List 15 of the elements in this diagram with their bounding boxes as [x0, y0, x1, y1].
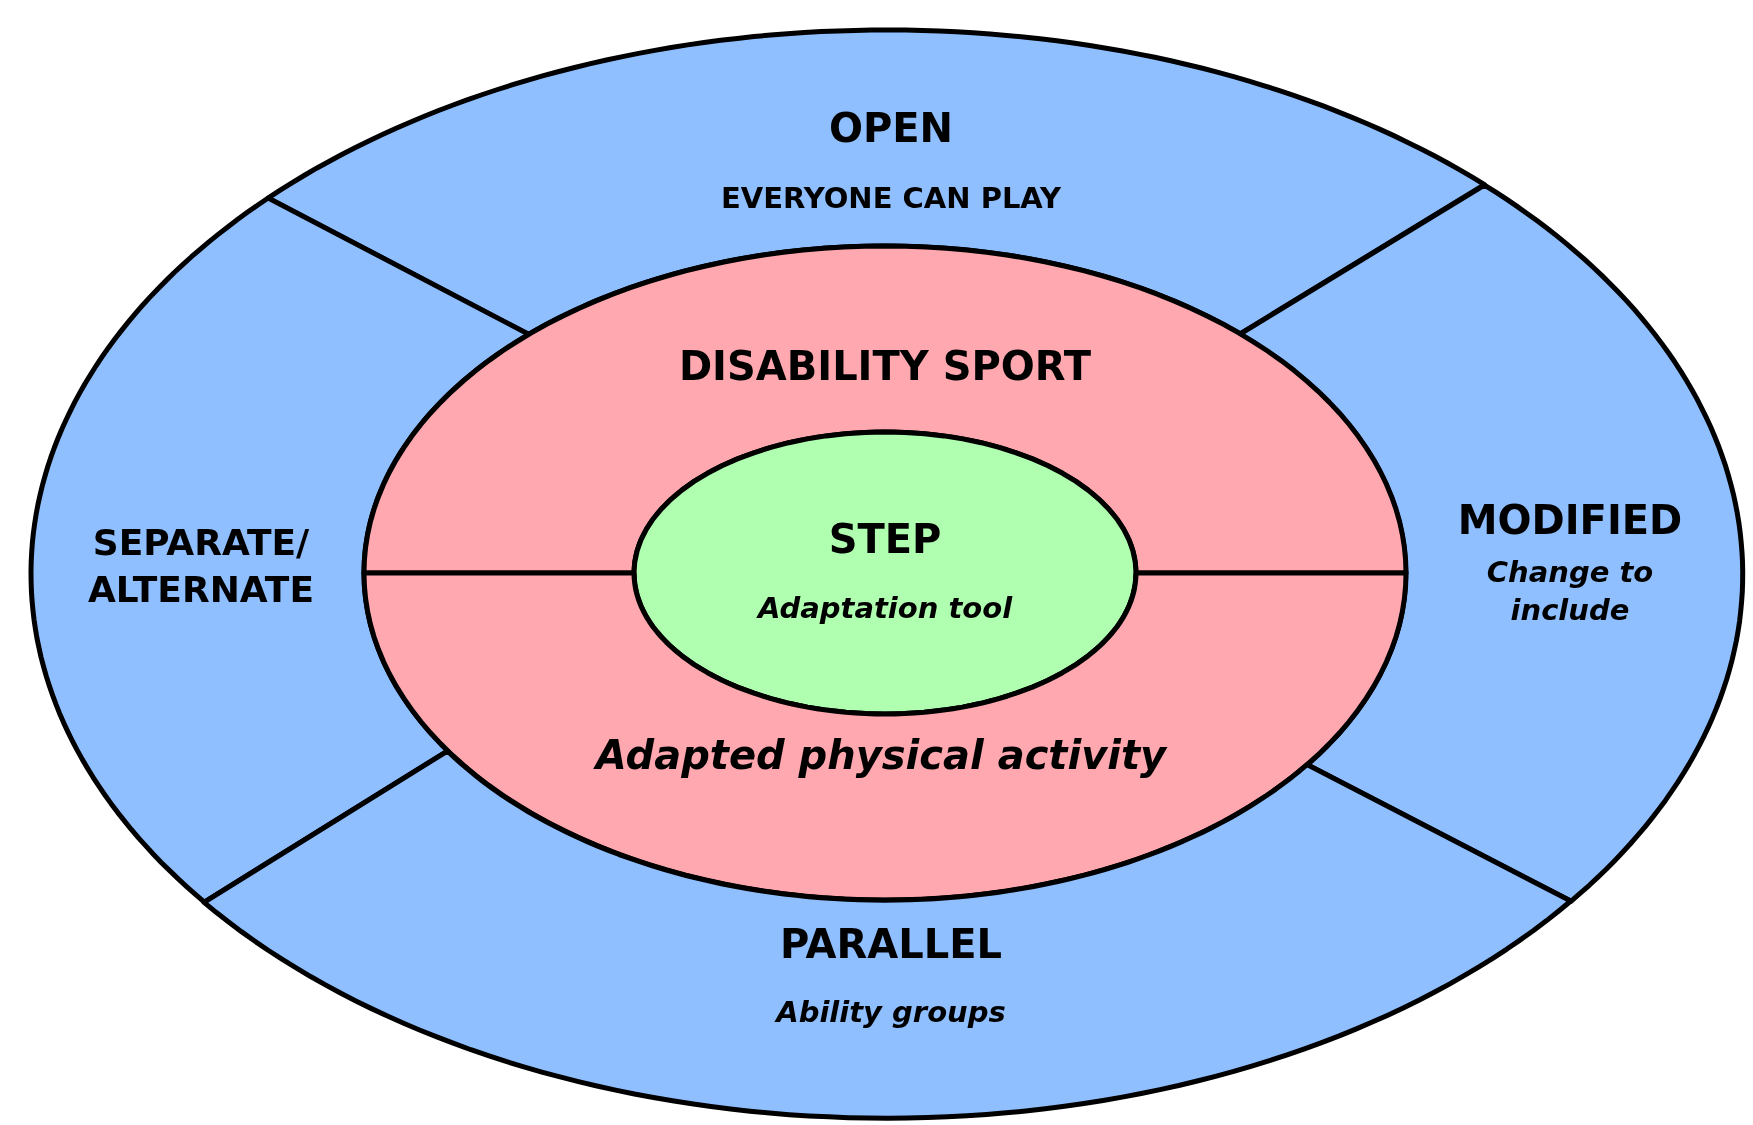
subtitle: Adaptation tool: [757, 590, 1013, 628]
subtitle: Change to include: [1485, 554, 1655, 629]
subtitle: Ability groups: [776, 994, 1006, 1032]
ring-segment: [1240, 184, 1743, 901]
subtitle: EVERYONE CAN PLAY: [720, 180, 1062, 218]
heading: MODIFIED: [1457, 496, 1683, 545]
ellipse-band: [364, 573, 1406, 900]
ellipse-band: [364, 246, 1406, 573]
heading: Adapted physical activity: [595, 731, 1167, 780]
heading: DISABILITY SPORT: [678, 342, 1092, 391]
heading: OPEN: [828, 104, 954, 153]
heading: SEPARATE/ ALTERNATE: [86, 521, 315, 612]
ring-segment: [31, 198, 529, 903]
heading: PARALLEL: [779, 920, 1003, 969]
heading: STEP: [828, 515, 942, 564]
